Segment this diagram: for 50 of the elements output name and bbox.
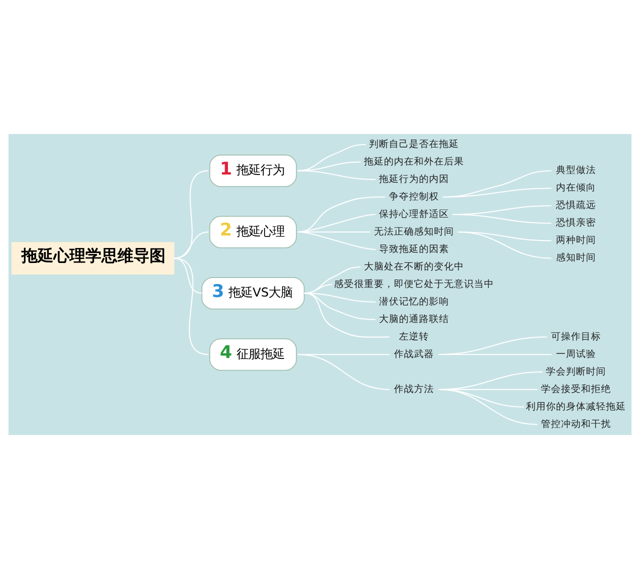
connector	[452, 213, 552, 224]
node-box: 1 拖延行为	[209, 154, 297, 186]
node-text: 作战方法	[394, 383, 434, 394]
node-text: 左逆转	[399, 330, 430, 342]
node-text: 典型做法	[556, 164, 596, 176]
connector	[174, 170, 209, 258]
connector	[442, 187, 552, 198]
node-box: 4 征服拖延	[209, 338, 297, 370]
node-text: 保持心理舒适区	[379, 208, 450, 220]
connector	[174, 230, 208, 258]
connector	[174, 257, 209, 355]
connector	[298, 160, 361, 171]
node-text: 大脑处在不断的变化中	[364, 260, 464, 272]
node-text: 学会判断时间	[546, 366, 606, 377]
connector	[298, 143, 366, 171]
connector	[304, 266, 361, 294]
node-text: 恐惧亲密	[556, 217, 596, 228]
connector	[304, 292, 390, 338]
node-text: 可操作目标	[550, 330, 601, 342]
connector	[298, 170, 376, 180]
node-text: 争夺控制权	[389, 190, 440, 202]
node-box: 3 拖延VS大脑	[201, 276, 305, 309]
connector	[442, 170, 552, 198]
connector	[304, 283, 332, 294]
connector	[298, 230, 376, 250]
node-text: 一周试验	[556, 348, 596, 360]
node-text: 拖延的内在和外在后果	[364, 156, 464, 167]
node-box: 拖延心理学思维导图	[12, 242, 174, 274]
node-text: 潜伏记忆的影响	[379, 296, 450, 307]
node-text: 两种时间	[556, 234, 596, 246]
node-text: 学会接受和拒绝	[540, 383, 611, 394]
node-text: 判断自己是否在拖延	[369, 138, 460, 150]
connector	[458, 230, 552, 258]
node-text: 感受很重要，即便它处于无意识当中	[334, 278, 494, 290]
node-text: 拖延行为的内因	[379, 173, 450, 184]
node-text: 大脑的通路联结	[379, 313, 450, 324]
connector	[438, 388, 538, 425]
node-text: 内在倾向	[556, 182, 596, 194]
node-text: 导致拖延的因素	[379, 243, 450, 254]
node-text: 作战武器	[394, 348, 434, 360]
node-text: 恐惧疏远	[556, 200, 596, 211]
node-text: 利用你的身体减轻拖延	[526, 400, 626, 412]
node-text: 无法正确感知时间	[374, 226, 454, 237]
node-text: 管控冲动和干扰	[540, 418, 611, 430]
node-box: 2 拖延心理	[209, 215, 297, 248]
node-text: 感知时间	[556, 252, 596, 264]
connector	[438, 353, 552, 355]
connector	[304, 292, 376, 302]
connector	[304, 292, 376, 320]
connector	[298, 353, 390, 390]
